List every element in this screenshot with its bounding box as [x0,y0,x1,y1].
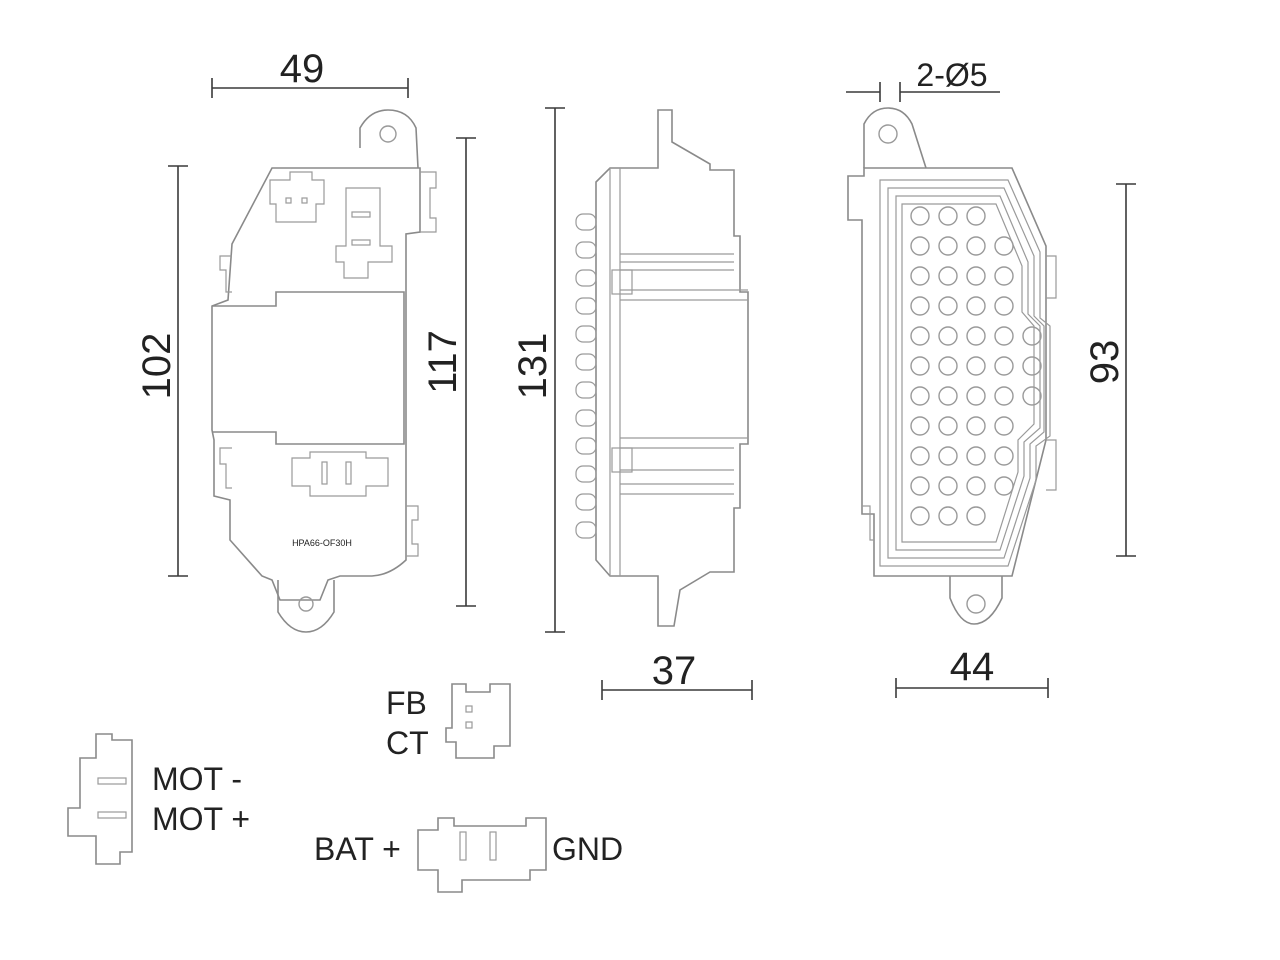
side-pin-bump [575,241,597,259]
rear-contact-hole [938,506,958,526]
rear-contact-hole [966,446,986,466]
rear-contact-hole [938,386,958,406]
rear-contact-hole [910,386,930,406]
dim-label-44: 44 [950,645,995,689]
rear-contact-hole [938,446,958,466]
side-pin-bump [575,213,597,231]
rear-contact-hole [966,266,986,286]
rear-contact-hole [966,506,986,526]
rear-contact-hole [938,236,958,256]
rear-contact-hole [910,296,930,316]
rear-contact-hole [910,326,930,346]
label-mot-plus: MOT + [152,801,250,837]
rear-contact-hole [966,476,986,496]
dim-label-117: 117 [421,330,465,394]
rear-contact-hole [910,356,930,376]
connector-power: BAT + GND [314,817,623,893]
rear-contact-hole [910,506,930,526]
label-ct: CT [386,725,429,761]
side-pin-bump [575,409,597,427]
dim-label-102: 102 [135,333,179,400]
rear-contact-hole [966,416,986,436]
rear-contact-hole [938,416,958,436]
rear-contact-hole [910,206,930,226]
label-fb: FB [386,685,427,721]
dimension-front-height-outer: 117 [421,137,476,607]
dim-label-37: 37 [652,649,697,693]
rear-view [847,107,1057,625]
connector-motor: MOT - MOT + [67,733,250,865]
dim-label-131: 131 [511,333,555,400]
label-gnd: GND [552,831,623,867]
side-pin-bump [575,381,597,399]
side-view [575,109,749,627]
dimension-rear-width: 44 [895,645,1049,698]
rear-contact-hole [938,356,958,376]
side-pin-bump [575,297,597,315]
side-pin-bump [575,465,597,483]
rear-contact-hole [994,416,1014,436]
dimension-hole-spec: 2-Ø5 [846,57,1000,102]
rear-contact-hole [994,476,1014,496]
rear-contact-hole [994,446,1014,466]
rear-contact-hole [910,476,930,496]
rear-contact-hole [966,296,986,316]
label-bat-plus: BAT + [314,831,401,867]
side-pin-bump [575,493,597,511]
side-pin-bump [575,353,597,371]
rear-contact-hole [994,386,1014,406]
dimension-rear-height: 93 [1083,183,1136,557]
dimension-side-width: 37 [601,649,753,700]
rear-contact-hole [994,266,1014,286]
rear-contact-hole [994,356,1014,376]
rear-contact-hole [1022,326,1042,346]
side-pin-bump [575,437,597,455]
rear-contact-hole [938,476,958,496]
rear-contact-hole [966,356,986,376]
rear-contact-hole [966,386,986,406]
dim-label-93: 93 [1083,340,1127,385]
dim-label-49: 49 [280,47,325,91]
rear-contact-hole [910,266,930,286]
side-pin-bump [575,325,597,343]
dimension-side-height: 131 [511,107,565,633]
dimension-front-width: 49 [211,47,409,98]
rear-contact-hole [910,236,930,256]
rear-contact-hole [938,266,958,286]
label-mot-minus: MOT - [152,761,242,797]
rear-contact-hole [910,416,930,436]
rear-contact-hole [994,296,1014,316]
rear-contact-hole [938,296,958,316]
side-pin-bump [575,269,597,287]
rear-contact-hole [910,446,930,466]
rear-contact-hole [1022,386,1042,406]
rear-contact-hole [938,326,958,346]
rear-contact-hole [1022,356,1042,376]
rear-contact-hole [938,206,958,226]
part-marking: HPA66-OF30H [292,538,352,548]
side-pin-bump [575,521,597,539]
dim-label-hole-spec: 2-Ø5 [916,57,987,93]
rear-contact-hole [994,236,1014,256]
rear-contact-hole [966,326,986,346]
connector-fb-ct: FB CT [386,683,511,761]
rear-contact-hole [966,206,986,226]
front-view: HPA66-OF30H [211,109,437,633]
dimension-front-height-inner: 102 [135,165,188,577]
rear-contact-hole [994,326,1014,346]
rear-contact-hole [966,236,986,256]
